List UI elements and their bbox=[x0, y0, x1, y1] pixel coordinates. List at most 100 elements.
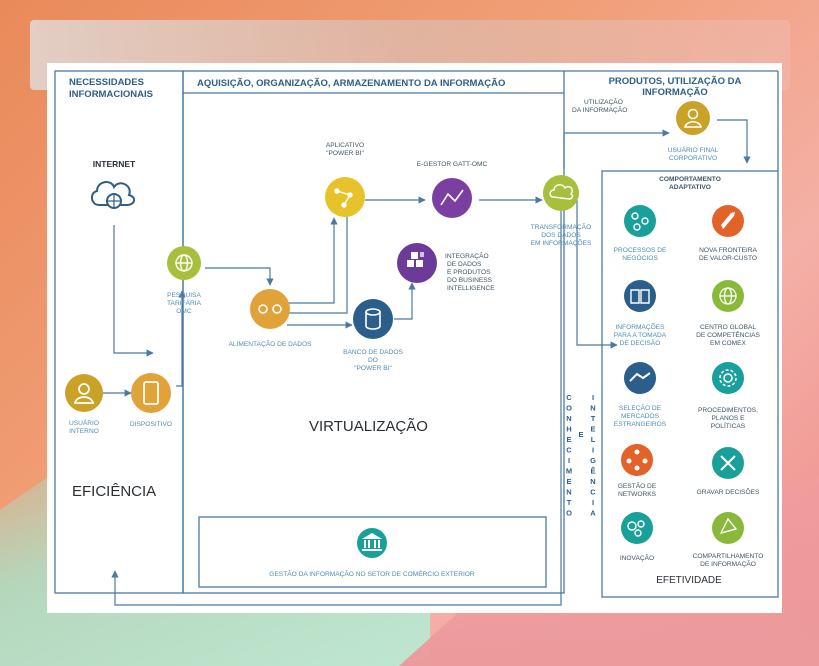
processos-label-2: NEGÓCIOS bbox=[622, 253, 658, 262]
user-icon-circle bbox=[65, 374, 103, 412]
nova-fronteira-item: NOVA FRONTEIRA DE VALOR-CUSTO bbox=[699, 205, 757, 262]
pesquisa-label-2: TARIFÁRIA bbox=[167, 298, 202, 307]
integracao-label-4: DO BUSINESS bbox=[447, 277, 493, 284]
centro-label-2: DE COMPETÊNCIAS bbox=[696, 330, 760, 339]
gravar-decisoes-item: GRAVAR DECISÕES bbox=[697, 447, 760, 496]
user-icon bbox=[73, 383, 95, 404]
tablet-icon bbox=[143, 381, 159, 405]
virtualizacao-label: VIRTUALIZAÇÃO bbox=[309, 418, 428, 435]
usuario-final-node: USUÁRIO FINAL CORPORATIVO bbox=[668, 101, 719, 162]
selecao-label-3: ESTRANGEIROS bbox=[614, 421, 667, 428]
alimentacao-label: ALIMENTAÇÃO DE DADOS bbox=[228, 339, 312, 348]
utilizacao-label-1: UTILIZAÇÃO bbox=[584, 97, 623, 106]
handshake-icon bbox=[629, 372, 651, 382]
pesquisa-node: PESQUISA TARIFÁRIA OMC bbox=[167, 246, 202, 315]
gestao-label: GESTÃO DA INFORMAÇÃO NO SETOR DE COMÉRCI… bbox=[269, 569, 475, 578]
flow-connectors bbox=[103, 119, 751, 606]
cloud-icon bbox=[549, 184, 574, 200]
aplicativo-label-2: "POWER BI" bbox=[326, 150, 364, 157]
trend-line-icon bbox=[440, 189, 464, 206]
gestao-networks-item: GESTÃO DE NETWORKS bbox=[618, 444, 657, 498]
alimentacao-node: ALIMENTAÇÃO DE DADOS bbox=[228, 289, 312, 348]
procedimentos-label-3: POLÍTICAS bbox=[711, 421, 746, 430]
frame-lines bbox=[183, 70, 779, 171]
gear-icon bbox=[719, 369, 737, 387]
internet-label: INTERNET bbox=[93, 159, 136, 169]
pesquisa-label-3: OMC bbox=[176, 308, 192, 315]
banco-node: BANCO DE DADOS DO "POWER BI" bbox=[343, 299, 403, 372]
selecao-icon-circle bbox=[624, 362, 656, 394]
comportamento-label-1: COMPORTAMENTO bbox=[659, 176, 721, 183]
processos-item: PROCESSOS DE NEGÓCIOS bbox=[614, 205, 667, 262]
networks-label-1: GESTÃO DE bbox=[618, 481, 657, 490]
networks-icon-circle bbox=[621, 444, 653, 476]
people-network-icon bbox=[626, 449, 648, 471]
compartilhamento-item: COMPARTILHAMENTO DE INFORMAÇÃO bbox=[693, 512, 764, 568]
transformacao-label-2: DOS DADOS bbox=[541, 232, 581, 239]
information-flow-diagram: NECESSIDADES INFORMACIONAIS AQUISIÇÃO, O… bbox=[54, 70, 779, 606]
header-col3-line1: PRODUTOS, UTILIZAÇÃO DA bbox=[609, 76, 742, 87]
gravar-label: GRAVAR DECISÕES bbox=[697, 487, 760, 496]
egestor-label: E-GESTOR GATT-OMC bbox=[417, 161, 488, 168]
book-icon bbox=[630, 289, 650, 304]
egestor-node: E-GESTOR GATT-OMC bbox=[417, 161, 488, 218]
pesquisa-label-1: PESQUISA bbox=[167, 292, 201, 299]
procedimentos-label-1: PROCEDIMENTOS, bbox=[698, 407, 758, 414]
selecao-label-1: SELEÇÃO DE bbox=[619, 403, 662, 412]
selecao-item: SELEÇÃO DE MERCADOS ESTRANGEIROS bbox=[614, 362, 667, 428]
processos-label-1: PROCESSOS DE bbox=[614, 247, 667, 254]
transformacao-icon-circle bbox=[543, 175, 579, 211]
cloud-globe-icon bbox=[91, 181, 135, 209]
inovacao-icon-circle bbox=[621, 512, 653, 544]
col2-box bbox=[182, 70, 565, 594]
informacoes-icon-circle bbox=[624, 280, 656, 312]
processos-icon-circle bbox=[624, 205, 656, 237]
bubbles-icon bbox=[627, 520, 645, 537]
transformacao-label-3: EM INFORMAÇÕES bbox=[531, 238, 592, 247]
alimentacao-icon-circle bbox=[250, 289, 290, 329]
share-network-icon bbox=[719, 517, 738, 534]
device-icon-circle bbox=[131, 373, 171, 413]
procedimentos-item: PROCEDIMENTOS, PLANOS E POLÍTICAS bbox=[698, 362, 758, 430]
centro-label-1: CENTRO GLOBAL bbox=[700, 324, 756, 331]
gestao-icon-circle bbox=[357, 528, 387, 558]
globe-icon bbox=[719, 287, 737, 305]
informacoes-item: INFORMAÇÕES PARA A TOMADA DE DECISÃO bbox=[614, 280, 667, 347]
tools-icon bbox=[720, 455, 736, 471]
fronteira-label-1: NOVA FRONTEIRA bbox=[699, 247, 757, 254]
inovacao-item: INOVAÇÃO bbox=[620, 512, 654, 562]
compartilhamento-label-1: COMPARTILHAMENTO bbox=[693, 553, 764, 560]
efetividade-label: EFETIVIDADE bbox=[656, 575, 722, 586]
flow-nodes-icon bbox=[631, 212, 649, 231]
rocket-icon bbox=[721, 212, 735, 229]
institution-icon bbox=[362, 533, 382, 551]
header-col3-line2: INFORMAÇÃO bbox=[642, 87, 707, 98]
compartilhamento-icon-circle bbox=[712, 512, 744, 544]
informacoes-label-1: INFORMAÇÕES bbox=[615, 322, 665, 331]
header-col2: AQUISIÇÃO, ORGANIZAÇÃO, ARMAZENAMENTO DA… bbox=[197, 78, 505, 89]
procedimentos-label-2: PLANOS E bbox=[712, 415, 746, 422]
database-icon bbox=[365, 308, 381, 330]
dispositivo-node: DISPOSITIVO bbox=[130, 373, 172, 428]
e-vertical-label: E bbox=[578, 430, 583, 439]
usuario-final-label-2: CORPORATIVO bbox=[669, 155, 717, 162]
banco-label-2: DO bbox=[368, 357, 378, 364]
inovacao-label: INOVAÇÃO bbox=[620, 553, 654, 562]
col1-box bbox=[54, 70, 184, 594]
selecao-label-2: MERCADOS bbox=[621, 413, 660, 420]
aplicativo-icon-circle bbox=[325, 177, 365, 217]
internet-node: INTERNET bbox=[91, 159, 136, 209]
aplicativo-node: APLICATIVO "POWER BI" bbox=[325, 142, 365, 217]
header-col1-line2: INFORMACIONAIS bbox=[69, 89, 153, 100]
user-icon bbox=[683, 108, 703, 128]
usuario-interno-label-2: INTERNO bbox=[69, 428, 99, 435]
diagram-frame: NECESSIDADES INFORMACIONAIS AQUISIÇÃO, O… bbox=[47, 63, 782, 613]
banco-label-1: BANCO DE DADOS bbox=[343, 349, 403, 356]
gestao-box bbox=[198, 516, 547, 588]
integracao-label-5: INTELLIGENCE bbox=[447, 285, 495, 292]
networks-label-2: NETWORKS bbox=[618, 491, 657, 498]
aplicativo-label-1: APLICATIVO bbox=[326, 142, 364, 149]
comportamento-box bbox=[601, 170, 779, 598]
